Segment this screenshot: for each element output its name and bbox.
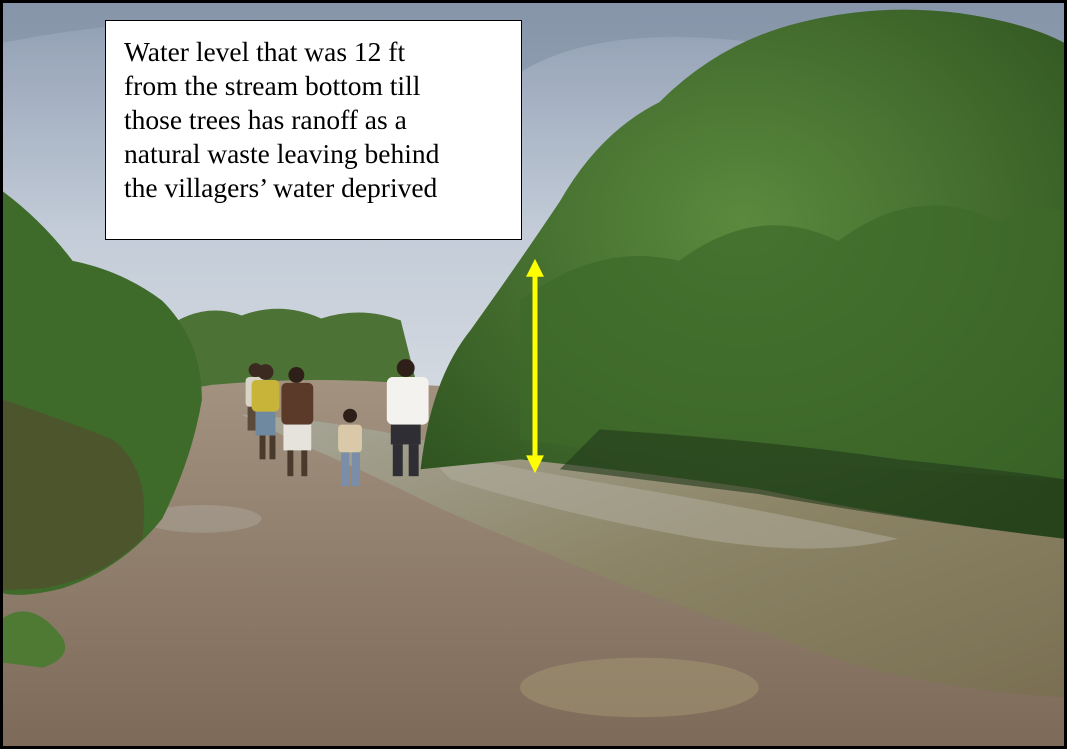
- child: [338, 408, 362, 487]
- puddle: [142, 504, 262, 533]
- person: [251, 364, 280, 460]
- caption-line: from the stream bottom till: [124, 70, 421, 101]
- distant-trees: [162, 308, 421, 400]
- person: [281, 367, 314, 477]
- water-level-arrow: [526, 258, 544, 474]
- right-bank-foliage: [520, 205, 1064, 480]
- caption-line: the villagers’ water deprived: [124, 172, 438, 203]
- water: [241, 414, 1064, 698]
- left-bank-grass: [3, 611, 66, 668]
- puddle: [520, 657, 759, 718]
- right-bank-shadow: [559, 429, 1064, 539]
- caption-line: those trees has ranoff as a: [124, 104, 407, 135]
- stream-photo: [3, 3, 1064, 746]
- person: [386, 359, 429, 477]
- water-reflection: [420, 449, 898, 549]
- caption-line: Water level that was 12 ft: [124, 36, 406, 67]
- left-bank-undergrowth: [3, 399, 145, 591]
- caption-line: natural waste leaving behind: [124, 138, 440, 169]
- people-walking: [245, 359, 429, 487]
